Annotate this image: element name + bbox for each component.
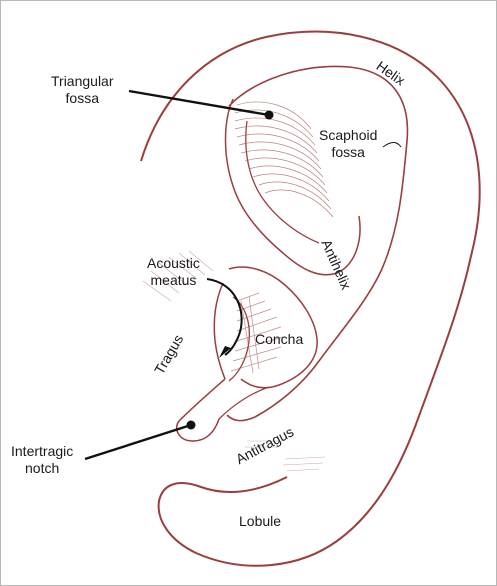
scaphoid-fossa-label: Scaphoid fossa <box>319 127 378 160</box>
tragus-outline <box>213 282 226 380</box>
tragus-hatching <box>142 250 214 302</box>
intertragic-notch-dot <box>186 420 196 430</box>
triangular-fossa-leader <box>128 89 270 117</box>
scaphoid-fossa-leader <box>382 142 402 148</box>
antitragus-hatching <box>245 440 326 472</box>
acoustic-meatus-arrow <box>206 278 243 356</box>
antihelix-outline <box>224 98 361 276</box>
concha-outline <box>228 266 318 389</box>
intertragic-notch-leader <box>84 423 192 461</box>
helix-inner-outline <box>226 65 409 422</box>
triangular-fossa-label: Triangular fossa <box>51 73 114 106</box>
acoustic-meatus-label: Acoustic meatus <box>147 255 200 288</box>
intertragic-notch-label: Intertragic notch <box>11 443 74 476</box>
lobule-label: Lobule <box>239 513 282 529</box>
antitragus-outline <box>218 386 270 420</box>
antihelix-inner-outline <box>245 120 320 244</box>
concha-hatching <box>230 292 284 374</box>
triangular-fossa-dot <box>264 110 274 120</box>
concha-label: Concha <box>255 331 304 347</box>
intertragic-notch-outline <box>175 378 226 442</box>
helix-outline <box>140 30 481 567</box>
acoustic-meatus-arrowhead <box>219 346 231 358</box>
